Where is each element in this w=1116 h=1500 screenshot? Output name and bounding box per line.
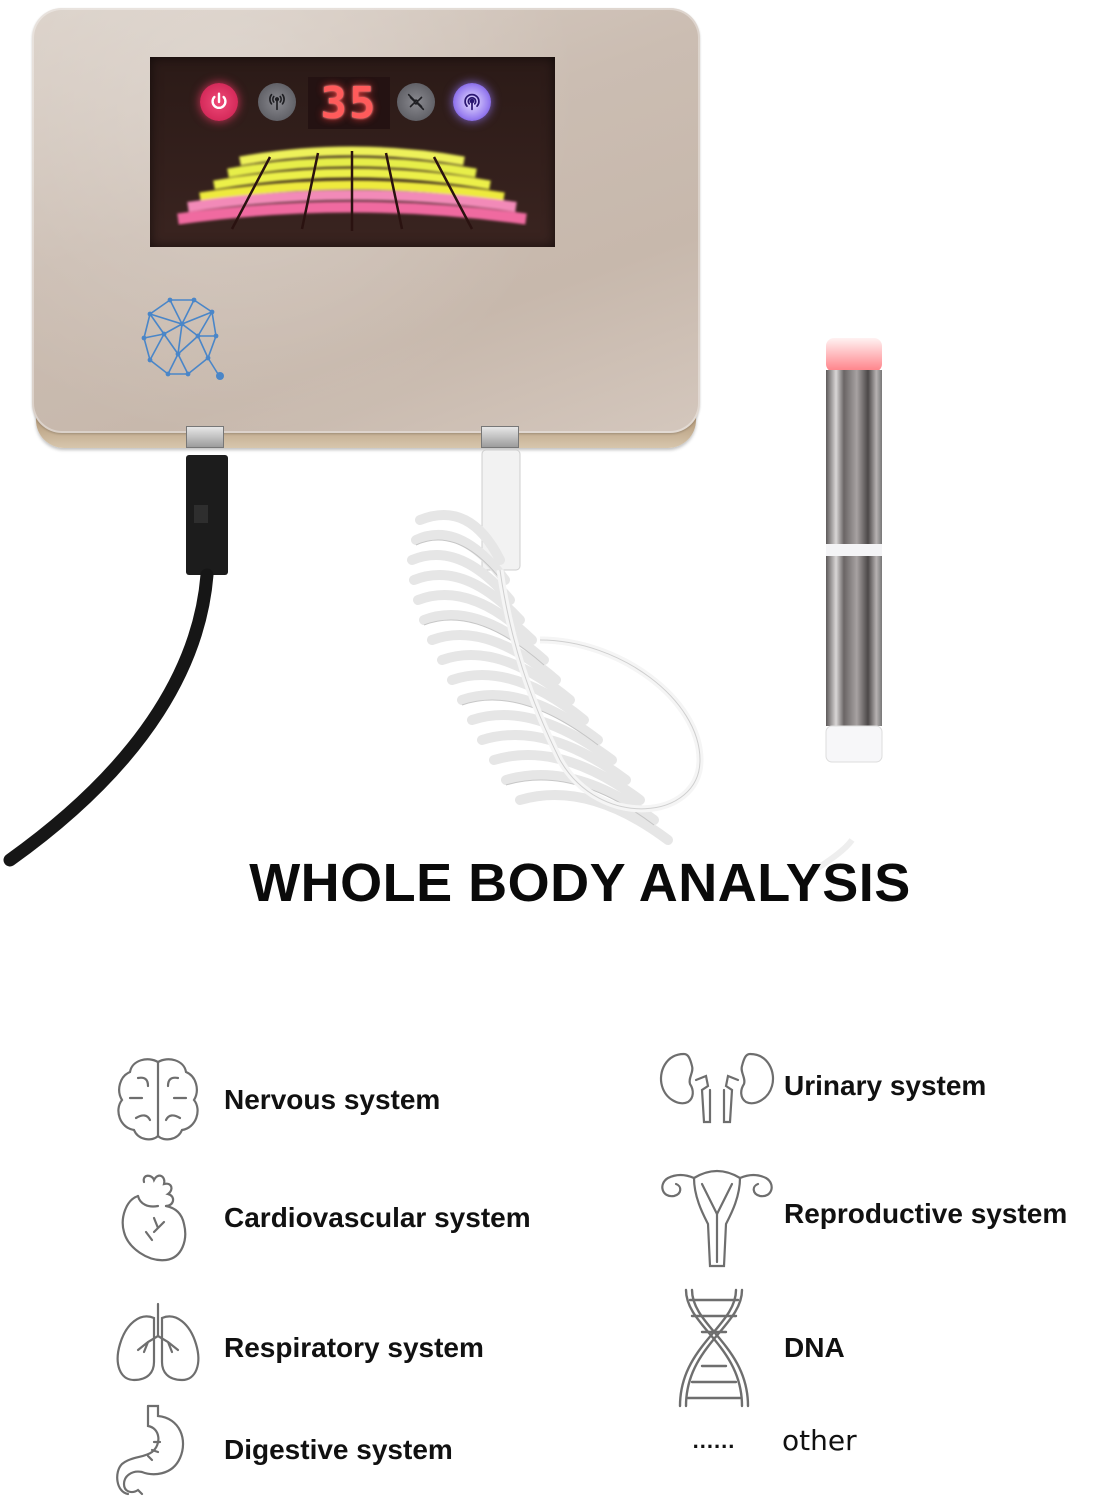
probe-ring bbox=[826, 544, 882, 556]
headline: WHOLE BODY ANALYSIS bbox=[249, 853, 911, 913]
broadcast-icon bbox=[464, 93, 480, 111]
probe-bottom-cap bbox=[825, 725, 883, 763]
probe-led-cap bbox=[826, 338, 882, 372]
broadcast-button[interactable] bbox=[453, 83, 491, 121]
ellipsis-marker: ...... bbox=[692, 1427, 736, 1453]
cables bbox=[3, 449, 855, 870]
coiled-cable bbox=[407, 510, 673, 845]
dna-icon bbox=[664, 1286, 764, 1410]
system-urinary: Urinary system bbox=[654, 1046, 986, 1126]
system-label: Respiratory system bbox=[224, 1332, 484, 1363]
power-icon bbox=[211, 92, 227, 109]
system-label: Urinary system bbox=[784, 1070, 987, 1101]
uterus-icon bbox=[654, 1158, 780, 1270]
system-label: other bbox=[782, 1424, 857, 1457]
brand-logo-icon bbox=[141, 297, 224, 380]
digit-display: 35 bbox=[308, 77, 390, 129]
power-cable bbox=[3, 568, 214, 867]
system-label: DNA bbox=[784, 1332, 845, 1363]
probe-cable bbox=[813, 838, 855, 870]
power-button[interactable] bbox=[200, 83, 238, 121]
usb-port-right bbox=[481, 426, 519, 448]
brain-icon bbox=[108, 1050, 208, 1150]
system-label: Nervous system bbox=[224, 1084, 441, 1115]
signal-off-icon bbox=[407, 93, 425, 111]
system-respiratory: Respiratory system bbox=[108, 1298, 484, 1398]
system-digestive: Digestive system bbox=[108, 1400, 453, 1500]
body-systems-list: Nervous system Cardiovascular system Res… bbox=[0, 1040, 1116, 1500]
level-meter bbox=[177, 146, 527, 231]
analyzer-device: 35 bbox=[32, 8, 700, 448]
system-label: Digestive system bbox=[224, 1434, 453, 1465]
signal-off-button[interactable] bbox=[397, 83, 435, 121]
kidneys-icon bbox=[654, 1046, 780, 1126]
signal-button[interactable] bbox=[258, 83, 296, 121]
lungs-icon bbox=[108, 1298, 208, 1398]
system-dna: DNA bbox=[664, 1286, 845, 1410]
hand-electrode-probe[interactable] bbox=[820, 336, 886, 846]
system-label: Reproductive system bbox=[784, 1198, 1068, 1229]
system-other: ...... other bbox=[664, 1424, 857, 1457]
system-label: Cardiovascular system bbox=[224, 1202, 531, 1233]
device-face: 35 bbox=[32, 8, 700, 433]
system-reproductive: Reproductive system bbox=[654, 1158, 1067, 1270]
antenna-icon bbox=[269, 93, 285, 111]
system-cardiovascular: Cardiovascular system bbox=[108, 1168, 531, 1268]
control-panel: 35 bbox=[150, 57, 555, 247]
heart-icon bbox=[108, 1168, 208, 1268]
stomach-icon bbox=[108, 1400, 208, 1500]
usb-port-left bbox=[186, 426, 224, 448]
system-nervous: Nervous system bbox=[108, 1050, 440, 1150]
